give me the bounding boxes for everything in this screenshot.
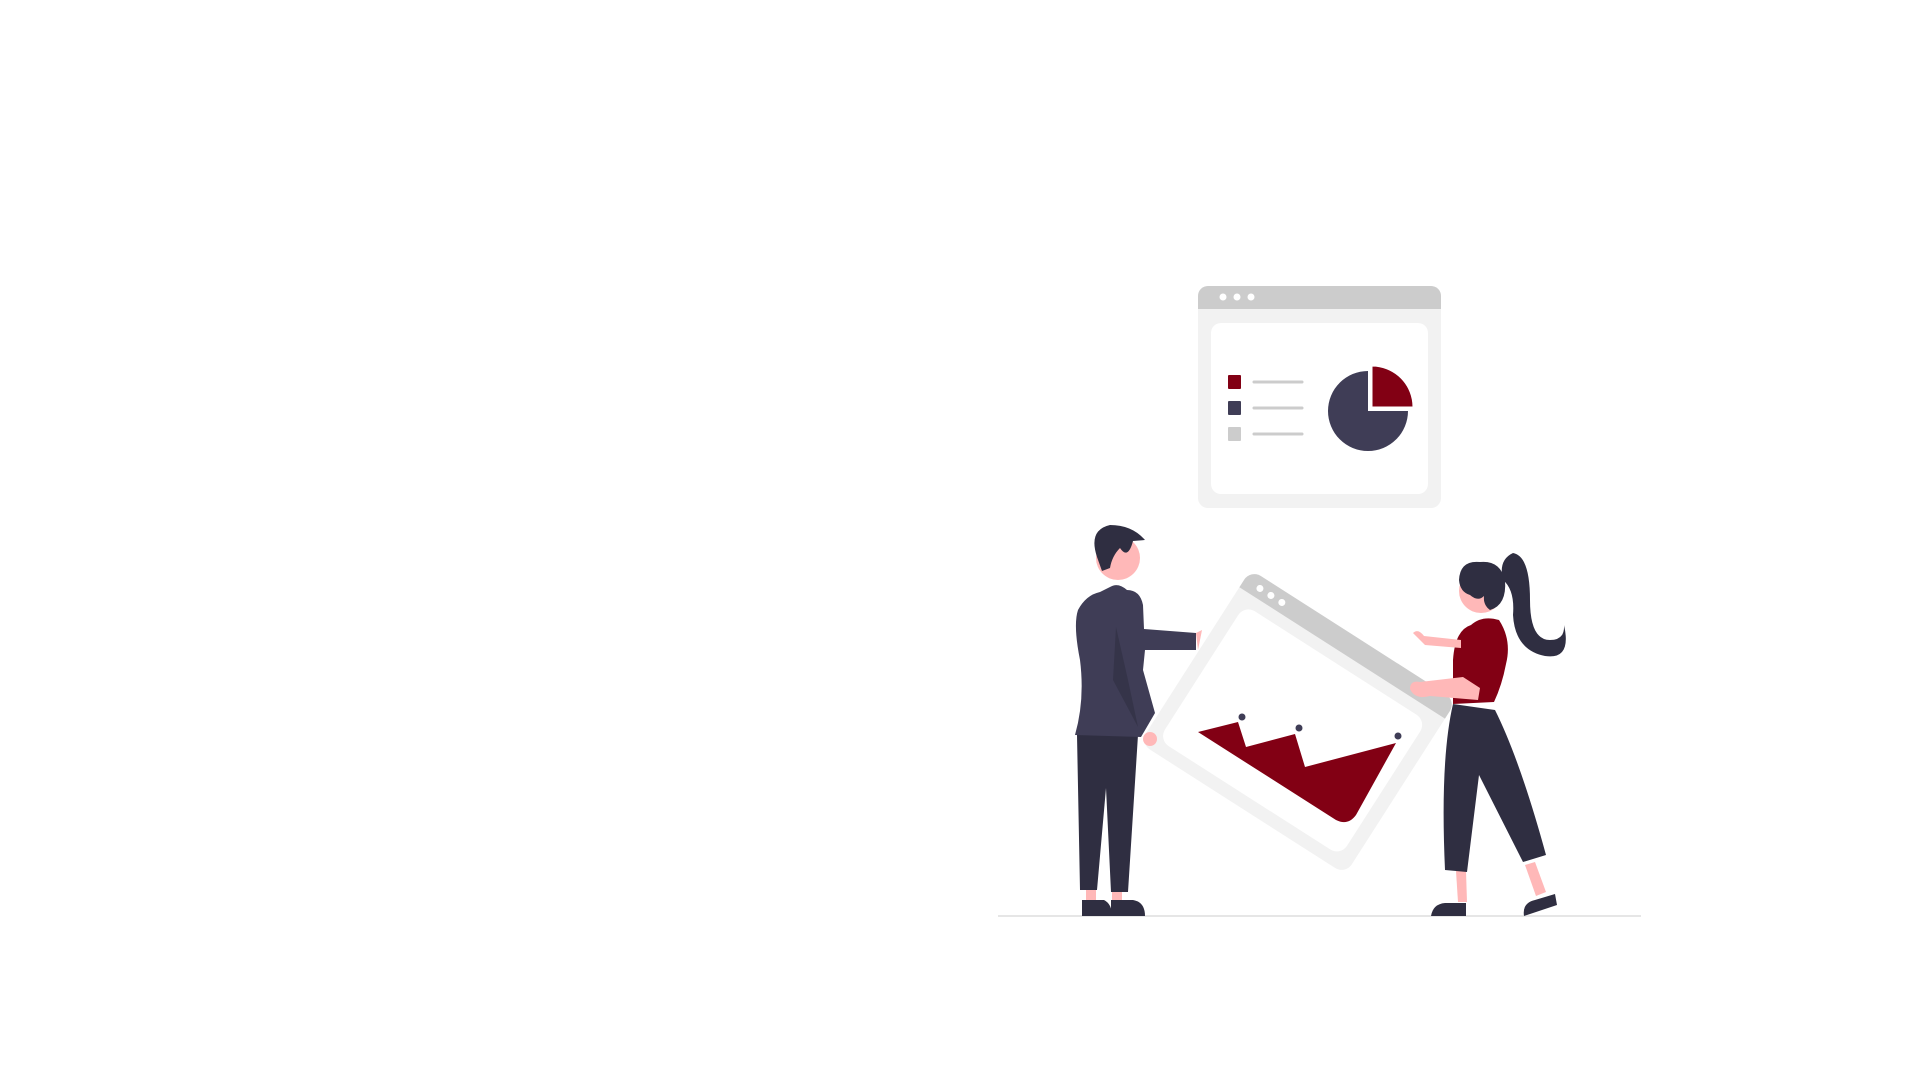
pie-slice-dark <box>1328 371 1408 451</box>
chart-point <box>1394 732 1402 740</box>
area-chart-fill <box>1198 722 1396 823</box>
window-dot <box>1247 293 1255 301</box>
window-titlebar <box>1198 286 1441 309</box>
area-chart-window <box>1144 574 1452 870</box>
chart-point <box>1238 713 1246 721</box>
man-figure <box>1075 525 1202 916</box>
pie-slice-accent <box>1371 365 1414 408</box>
legend-swatch <box>1228 401 1241 415</box>
legend-swatch <box>1228 375 1241 389</box>
chart-point <box>1295 724 1303 732</box>
legend-swatch <box>1228 427 1241 441</box>
pie-chart-window <box>1198 286 1441 508</box>
woman-figure <box>1410 553 1566 916</box>
window-dot <box>1233 293 1241 301</box>
window-dot <box>1219 293 1227 301</box>
